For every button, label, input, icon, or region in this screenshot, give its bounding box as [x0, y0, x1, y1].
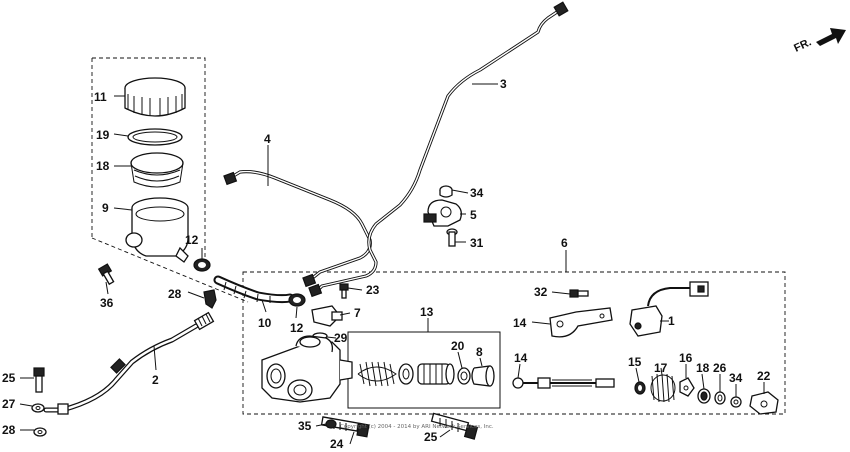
clutch-pipe-3 [308, 1, 569, 298]
callout-14: 14 [514, 351, 528, 365]
clip-17 [679, 377, 695, 397]
callout-25-right: 25 [424, 430, 438, 444]
boot-8 [471, 365, 495, 387]
callout-2: 2 [152, 373, 159, 387]
yoke-23 [749, 391, 779, 415]
callout-20: 18 [96, 159, 110, 173]
callout-31: 31 [470, 236, 484, 250]
callout-1: 1 [668, 314, 675, 328]
leader-lines [19, 83, 765, 445]
callout-28-lower: 28 [2, 423, 16, 437]
callout-9: 9 [102, 201, 109, 215]
callout-13: 13 [420, 305, 434, 319]
hose-clamp-upper [193, 258, 211, 272]
bolt-32 [569, 289, 589, 298]
spring-18 [650, 373, 676, 403]
callout-7: 7 [354, 306, 361, 320]
cup-seal [398, 363, 414, 385]
reservoir-gasket [127, 128, 183, 146]
callout-23: 22 [757, 369, 771, 383]
bolt-36 [97, 263, 115, 286]
reservoir-group-outline [91, 57, 249, 303]
callout-30: 29 [334, 331, 348, 345]
master-cylinder-kit-box [242, 271, 786, 415]
callout-12-lower: 12 [290, 321, 304, 335]
callout-18: 17 [654, 361, 668, 375]
pipe-clamp [423, 199, 462, 227]
arrow-icon [816, 28, 846, 46]
copyright-notice: Copyright (c) 2004 - 2014 by ARI Network… [340, 424, 494, 430]
callout-19: 18 [696, 361, 710, 375]
callout-4: 4 [264, 132, 271, 146]
callout-32: 32 [534, 285, 548, 299]
bolt-24 [339, 283, 349, 299]
callout-12-upper: 12 [185, 233, 199, 247]
callout-21: 19 [96, 128, 110, 142]
callout-29: 28 [168, 287, 182, 301]
callout-5: 5 [470, 208, 477, 222]
washer-28-lower [33, 427, 47, 437]
callout-27: 26 [713, 361, 727, 375]
direction-label: FR. [792, 36, 813, 54]
front-direction-arrow: FR. [792, 28, 846, 55]
callout-10: 10 [258, 316, 272, 330]
callout-22: 20 [451, 339, 465, 353]
reservoir-cap [124, 77, 186, 117]
reservoir-hose [213, 275, 295, 304]
spring [357, 361, 397, 387]
clutch-switch [629, 281, 709, 337]
bolt-25-right [430, 412, 479, 440]
bolt-26 [33, 367, 45, 393]
switch-bracket [549, 307, 613, 338]
callout-28-upper: 27 [2, 397, 16, 411]
callout-15: 14 [513, 316, 527, 330]
master-cylinder [261, 335, 353, 403]
callout-6: 6 [561, 236, 568, 250]
reservoir-body [125, 197, 189, 263]
callout-34: 34 [729, 371, 743, 385]
callouts: 11 19 18 9 12 4 3 34 5 31 6 23 7 29 12 1… [2, 77, 771, 451]
callout-11: 11 [94, 90, 107, 104]
callout-8: 8 [476, 345, 483, 359]
callout-36: 36 [100, 296, 114, 310]
clutch-hose [43, 311, 215, 415]
seal-22 [457, 367, 471, 385]
callout-33: 34 [470, 186, 484, 200]
callout-25-left: 24 [330, 437, 344, 451]
hose-clamp-cylinder [288, 293, 306, 307]
nut-27 [714, 391, 726, 405]
push-rod [512, 377, 615, 389]
hose-clamp-lower [203, 289, 217, 309]
callout-35: 35 [298, 419, 312, 433]
washer-28-upper [31, 403, 45, 413]
callout-3: 3 [500, 77, 507, 91]
nut-33 [439, 185, 453, 198]
callout-17: 16 [679, 351, 693, 365]
callout-24: 23 [366, 283, 380, 297]
callout-16: 15 [628, 355, 642, 369]
clutch-pipe-4 [223, 170, 372, 288]
callout-26: 25 [2, 371, 16, 385]
bolt-31 [446, 228, 458, 247]
piston [417, 363, 455, 385]
reservoir-strainer [130, 152, 184, 188]
washer-34 [730, 396, 742, 408]
hose-joint [311, 305, 343, 327]
washer-35 [325, 419, 337, 429]
